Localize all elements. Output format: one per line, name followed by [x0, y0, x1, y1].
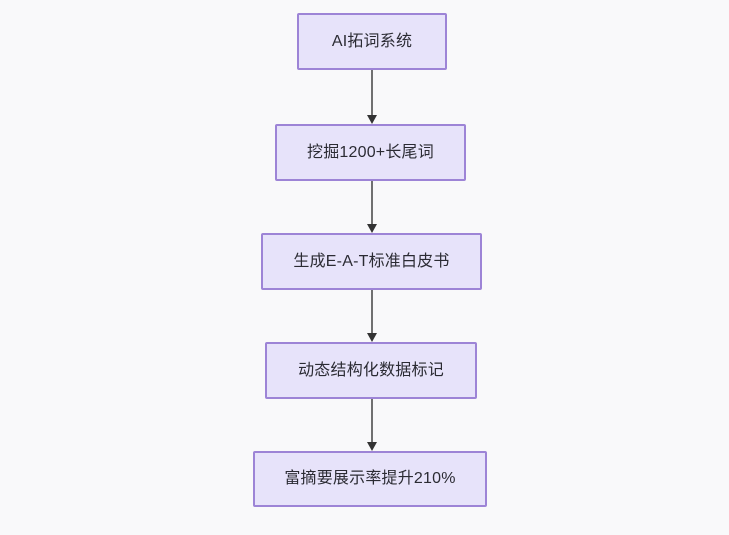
flow-node-ai-keyword-system[interactable]: AI拓词系统: [297, 13, 447, 70]
arrowhead-icon: [367, 224, 377, 233]
flow-node-generate-eat-whitepaper[interactable]: 生成E-A-T标准白皮书: [261, 233, 482, 290]
flow-node-label: 挖掘1200+长尾词: [307, 143, 434, 161]
flow-node-rich-snippet-impression-uplift[interactable]: 富摘要展示率提升210%: [253, 451, 487, 507]
arrowhead-icon: [367, 115, 377, 124]
flow-node-mine-longtail-keywords[interactable]: 挖掘1200+长尾词: [275, 124, 466, 181]
flow-node-label: 动态结构化数据标记: [298, 361, 444, 379]
flow-node-label: 富摘要展示率提升210%: [284, 470, 456, 488]
flow-node-label: AI拓词系统: [331, 32, 413, 50]
arrowhead-icon: [367, 333, 377, 342]
edge-line: [371, 398, 373, 442]
flow-node-dynamic-structured-data-markup[interactable]: 动态结构化数据标记: [265, 342, 477, 399]
edge-line: [371, 70, 373, 115]
flow-node-label: 生成E-A-T标准白皮书: [293, 252, 450, 270]
edge-line: [371, 290, 373, 333]
edge-line: [371, 181, 373, 224]
arrowhead-icon: [367, 442, 377, 451]
